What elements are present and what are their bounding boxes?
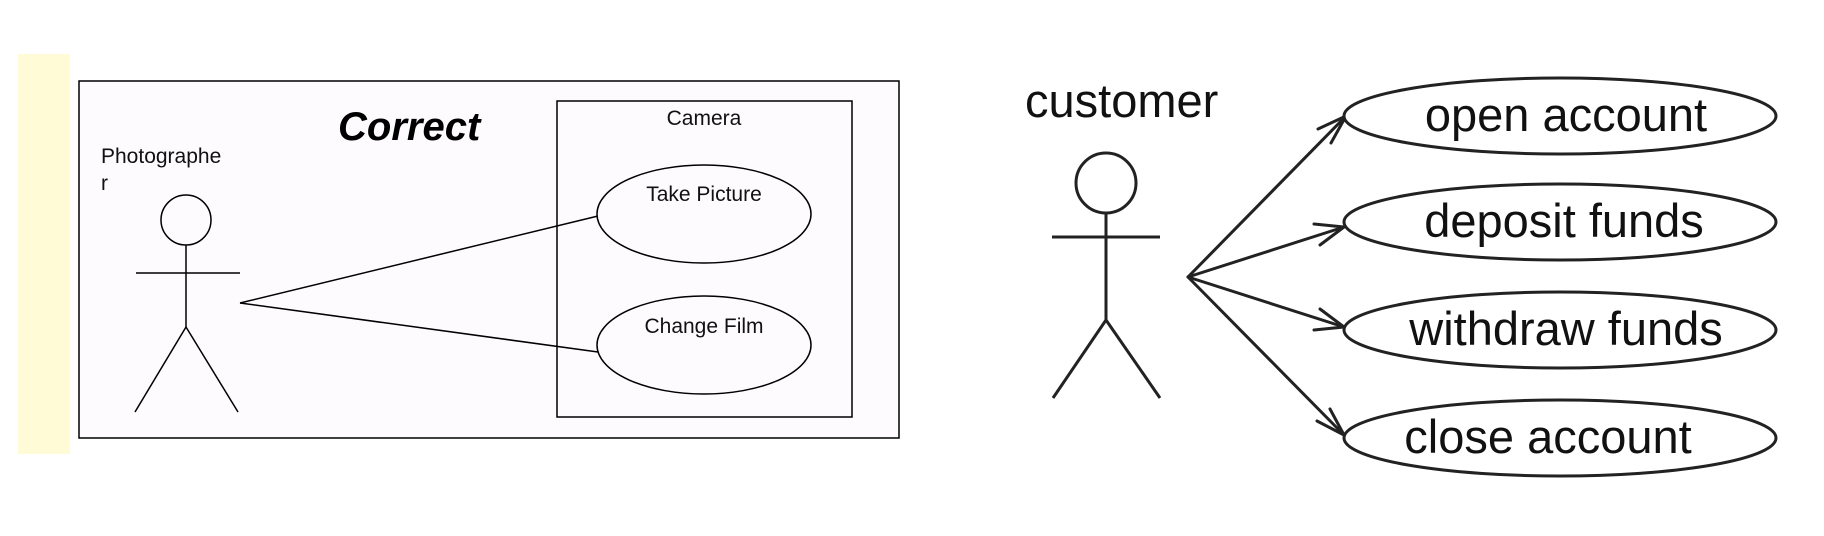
actor-label-line1: Photographe — [101, 145, 221, 168]
actor-label-line2: r — [101, 172, 108, 195]
use-case-label: close account — [1404, 410, 1691, 463]
use-case-label: withdraw funds — [1408, 302, 1723, 355]
use-case-take-picture — [596, 164, 812, 264]
association-arrows — [1186, 114, 1348, 437]
photographer-actor-icon — [134, 194, 240, 413]
use-case-withdraw-funds — [1342, 290, 1778, 370]
diagram-title: Correct — [338, 105, 482, 149]
use-case-label: Change Film — [644, 315, 763, 338]
use-case-change-film — [596, 295, 812, 395]
use-case-label: open account — [1425, 88, 1707, 141]
use-case-label: deposit funds — [1424, 194, 1704, 247]
customer-actor-icon — [1051, 151, 1162, 399]
association-lines — [239, 215, 599, 353]
left-use-case-diagram: Correct Photographe r Camera Take Pictur… — [18, 54, 900, 454]
use-case-deposit-funds — [1342, 182, 1778, 262]
yellow-sidebar — [18, 54, 70, 454]
use-case-close-account — [1342, 398, 1778, 478]
system-label: Camera — [667, 107, 742, 130]
use-case-open-account — [1342, 76, 1778, 156]
customer-actor-label: customer — [1025, 74, 1218, 127]
right-use-case-diagram: customer open account deposit funds — [1025, 74, 1778, 478]
use-case-label: Take Picture — [646, 183, 762, 206]
